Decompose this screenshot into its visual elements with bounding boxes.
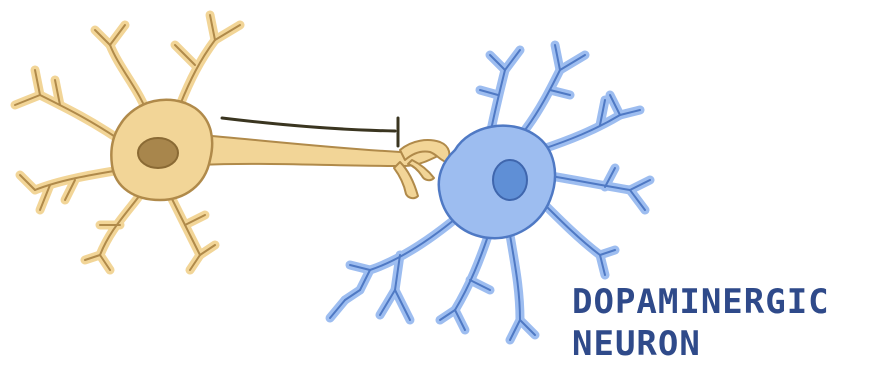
dopaminergic-neuron-label: DOPAMINERGIC NEURON — [572, 281, 830, 365]
label-line-2: NEURON — [572, 323, 830, 365]
postsynaptic-nucleus — [493, 160, 527, 200]
presynaptic-nucleus — [138, 138, 178, 168]
label-line-1: DOPAMINERGIC — [572, 281, 830, 323]
